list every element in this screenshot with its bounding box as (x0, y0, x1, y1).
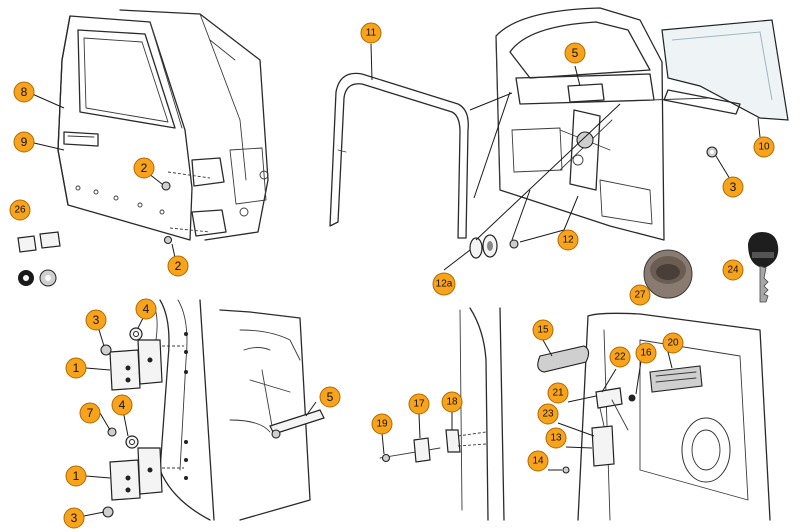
callout-label: 14 (532, 456, 544, 467)
callout-label: 3 (93, 313, 100, 327)
callout-label: 18 (446, 397, 458, 408)
callout-11: 11 (360, 22, 382, 44)
callout-23: 23 (537, 403, 559, 425)
callout-label: 8 (21, 85, 28, 99)
callout-label: 20 (667, 338, 679, 349)
latch-handle-illustration (537, 312, 771, 521)
callout-label: 5 (572, 46, 579, 60)
callout-12a: 12a (432, 272, 456, 296)
callout-17: 17 (408, 393, 430, 415)
callout-2-lower: 2 (167, 255, 189, 277)
callout-14: 14 (527, 450, 549, 472)
callout-4-upper: 4 (135, 298, 157, 320)
callout-label: 23 (542, 409, 554, 420)
callout-label: 4 (143, 302, 150, 316)
callout-label: 12a (436, 279, 453, 290)
callout-label: 2 (141, 161, 148, 175)
callout-label: 4 (119, 398, 126, 412)
callout-3-hinge-upper: 3 (85, 309, 107, 331)
callout-label: 3 (730, 180, 737, 194)
callout-label: 26 (14, 205, 26, 216)
callout-1-upper: 1 (65, 357, 87, 379)
callout-5-lower: 5 (319, 386, 341, 408)
callout-label: 1 (73, 361, 80, 375)
callout-21: 21 (547, 382, 569, 404)
callout-3-upper-right: 3 (722, 176, 744, 198)
door-glass-illustration (661, 19, 789, 121)
callout-9: 9 (13, 131, 35, 153)
callout-label: 19 (376, 419, 388, 430)
callout-12: 12 (557, 229, 579, 251)
callout-1-lower: 1 (65, 465, 87, 487)
callout-label: 13 (550, 433, 562, 444)
callout-label: 16 (640, 348, 652, 359)
callout-label: 9 (21, 135, 28, 149)
callout-22: 22 (609, 346, 631, 368)
key-illustration (748, 232, 779, 303)
callout-2-upper: 2 (133, 157, 155, 179)
callout-label: 24 (727, 265, 739, 276)
callout-5-upper: 5 (564, 42, 586, 64)
callout-label: 27 (634, 290, 646, 301)
callout-label: 3 (71, 511, 78, 525)
callout-15: 15 (532, 319, 554, 341)
callout-20: 20 (662, 332, 684, 354)
bulb-kit-illustration (17, 231, 61, 287)
callout-3-hinge-lower: 3 (63, 507, 85, 529)
door-check-illustration (219, 309, 325, 521)
door-interior-illustration (495, 7, 711, 241)
callout-label: 7 (87, 406, 94, 420)
nut-illustration (706, 146, 718, 158)
callout-8: 8 (13, 81, 35, 103)
callout-16: 16 (635, 342, 657, 364)
callout-13: 13 (545, 427, 567, 449)
door-shell-illustration (57, 9, 269, 245)
striker-illustration (379, 307, 505, 521)
callout-19: 19 (371, 413, 393, 435)
callout-label: 22 (614, 352, 626, 363)
callout-label: 1 (73, 469, 80, 483)
leader-lines (29, 43, 761, 517)
callout-10: 10 (753, 136, 775, 158)
grommet-illustration (469, 234, 519, 259)
callout-label: 5 (327, 390, 334, 404)
callout-26: 26 (9, 199, 31, 221)
weatherstrip-illustration (329, 72, 469, 239)
hinge-assembly-illustration (100, 299, 215, 521)
callout-24: 24 (722, 259, 744, 281)
callout-27: 27 (629, 284, 651, 306)
callout-label: 12 (562, 235, 574, 246)
callout-label: 11 (366, 28, 377, 39)
callout-label: 21 (552, 388, 564, 399)
callout-label: 15 (537, 325, 549, 336)
callout-18: 18 (441, 391, 463, 413)
plug-illustration (643, 249, 693, 299)
callout-label: 2 (175, 259, 182, 273)
callout-4-lower: 4 (111, 394, 133, 416)
callout-7: 7 (79, 402, 101, 424)
callout-label: 17 (413, 399, 425, 410)
callout-label: 10 (758, 142, 770, 153)
